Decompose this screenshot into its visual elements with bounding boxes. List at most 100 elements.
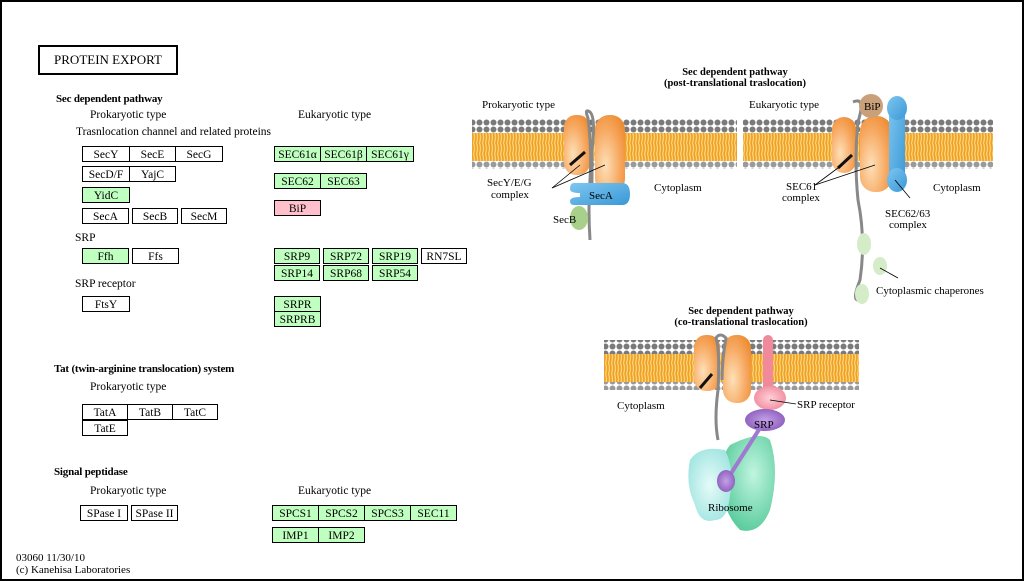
srp-label-diagram: SRP [754,419,774,431]
gene-spase-ii[interactable]: SPase II [131,505,178,521]
gene-tata[interactable]: TatA [82,404,128,420]
gene-sec11[interactable]: SEC11 [410,505,457,521]
tat-prok-label: Prokaryotic type [90,381,167,393]
gene-sece[interactable]: SecE [129,146,176,162]
gene-srpr[interactable]: SRPR [274,296,321,312]
gene-imp2[interactable]: IMP2 [318,527,365,543]
spase-euk-label: Eukaryotic type [298,485,372,497]
gene-srp19[interactable]: SRP19 [372,248,418,264]
post-title-1: Sec dependent pathway [682,67,788,78]
gene-ffh[interactable]: Ffh [82,248,129,264]
spase-euk-row-2: IMP1 IMP2 [272,527,365,543]
euk-row-sec61: SEC61α SEC61β SEC61γ [274,146,414,162]
spase-prok-label: Prokaryotic type [90,485,167,497]
ribosome-label: Ribosome [708,502,753,514]
prok-row-srp-receptor: FtsY [82,296,130,312]
euk-type-label: Eukaryotic type [749,99,819,111]
bip-protein [859,94,883,118]
gene-ffs[interactable]: Ffs [132,248,179,264]
gene-spcs2[interactable]: SPCS2 [318,505,365,521]
sec-heading: Sec dependent pathway [56,93,163,105]
euk-row-bip: BiP [274,200,321,216]
ribosome [688,436,775,531]
sec6263-label-2: complex [889,219,927,231]
srp-receptor-label: SRP receptor [75,278,136,290]
gene-srprb[interactable]: SRPRB [274,311,321,327]
prok-row-secyeg: SecY SecE SecG [82,146,223,162]
gene-srp54[interactable]: SRP54 [372,265,418,281]
gene-srp14[interactable]: SRP14 [274,265,320,281]
spase-prok-row: SPase I SPase II [80,505,178,521]
gene-srp68[interactable]: SRP68 [323,265,369,281]
gene-sec62[interactable]: SEC62 [274,173,321,189]
gene-bip[interactable]: BiP [274,200,321,216]
cytoplasm-label-euk: Cytoplasm [933,182,981,194]
gene-tatb[interactable]: TatB [127,404,173,420]
post-title-2: (post-translational traslocation) [664,78,807,89]
gene-spcs3[interactable]: SPCS3 [364,505,411,521]
tat-row-2: TatE [82,420,128,436]
secyeg-channel [564,115,625,193]
secb-label: SecB [553,214,576,226]
gene-spcs1[interactable]: SPCS1 [272,505,319,521]
gene-secm[interactable]: SecM [181,208,227,224]
gene-secdf[interactable]: SecD/F [82,166,130,182]
euk-row-srp-bottom: SRP14 SRP68 SRP54 [274,265,418,281]
srp-label: SRP [75,232,96,244]
tat-heading: Tat (twin-arginine translocation) system [54,363,235,375]
gene-seca[interactable]: SecA [82,208,129,224]
co-nascent-chain [714,333,728,441]
euk-row-sec62: SEC62 SEC63 [274,173,367,189]
map-title: PROTEIN EXPORT [38,45,178,75]
srp-receptor-label-diagram: SRP receptor [797,399,855,411]
sec-prok-label: Prokaryotic type [90,109,167,121]
seca-label: SecA [589,190,613,202]
gene-srp9[interactable]: SRP9 [274,248,320,264]
secyeg-label-1: SecY/E/G [487,177,532,189]
gene-secb[interactable]: SecB [132,208,178,224]
gene-yajc[interactable]: YajC [129,166,176,182]
gene-srp72[interactable]: SRP72 [323,248,369,264]
secyeg-label-2: complex [491,189,529,201]
gene-spase-i[interactable]: SPase I [80,505,128,521]
srp-particle [717,409,785,492]
prok-type-label: Prokaryotic type [482,99,555,111]
prok-row-yidc: YidC [82,187,130,203]
gene-rn7sl[interactable]: RN7SL [421,248,467,264]
gene-sec61b[interactable]: SEC61β [320,146,367,162]
map-id-date: 03060 11/30/10 [16,552,85,564]
gene-tatc[interactable]: TatC [172,404,218,420]
sec6263-complex [887,96,907,192]
spase-heading: Signal peptidase [54,466,128,478]
prok-row-srp: Ffh Ffs [82,248,179,264]
gene-sec63[interactable]: SEC63 [320,173,367,189]
cytoplasm-label-co: Cytoplasm [617,400,665,412]
chaperones-label: Cytoplasmic chaperones [876,285,984,297]
srp-receptor [754,335,786,410]
gene-yidc[interactable]: YidC [82,187,130,203]
copyright: (c) Kanehisa Laboratories [16,564,131,576]
cytoplasmic-chaperones [855,233,887,304]
gene-secg[interactable]: SecG [175,146,223,162]
gene-secy[interactable]: SecY [82,146,130,162]
sec61-label-2: complex [782,192,820,204]
prok-row-seca: SecA SecB SecM [82,208,227,224]
gene-tate[interactable]: TatE [82,420,128,436]
channel-label: Trasnlocation channel and related protei… [76,126,272,138]
gene-sec61g[interactable]: SEC61γ [366,146,414,162]
seca-protein [570,183,630,205]
gene-ftsy[interactable]: FtsY [82,296,130,312]
sec-euk-label: Eukaryotic type [298,109,372,121]
secb-protein [570,206,588,230]
euk-stack-srpr: SRPR SRPRB [274,296,321,327]
co-title-1: Sec dependent pathway [688,306,794,317]
bip-label: BiP [864,101,881,113]
co-sec61-channel [694,335,751,403]
sec61-channel [832,116,892,192]
spase-euk-row-1: SPCS1 SPCS2 SPCS3 SEC11 [272,505,457,521]
prok-row-secdf: SecD/F YajC [82,166,176,182]
euk-row-srp-top: SRP9 SRP72 SRP19 RN7SL [274,248,467,264]
cytoplasm-label-prok: Cytoplasm [654,182,702,194]
